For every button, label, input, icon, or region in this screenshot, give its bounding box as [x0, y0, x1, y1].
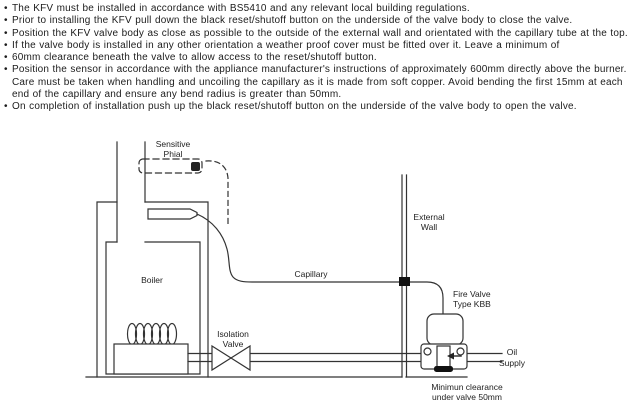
label-sensitive-phial: Sensitive — [156, 139, 191, 149]
instructions-list: The KFV must be installed in accordance … — [0, 0, 637, 114]
phial-solid-marker — [191, 162, 200, 171]
label-isolation-valve: Isolation — [217, 329, 249, 339]
sensor-pocket — [147, 208, 198, 220]
instruction-bullet: Position the sensor in accordance with t… — [4, 64, 637, 101]
burner-flames — [126, 322, 178, 346]
label-fire-valve: Fire Valve — [453, 289, 491, 299]
phial-dashed-capillary — [205, 160, 229, 225]
label-external-wall: Wall — [421, 222, 437, 232]
reset-button-cap — [434, 366, 453, 372]
capillary-line — [196, 213, 401, 283]
external-wall-lines — [401, 174, 408, 378]
oil-pipe-lines — [187, 352, 503, 363]
instruction-bullet: On completion of installation push up th… — [4, 101, 637, 114]
instruction-bullet: The KFV must be installed in accordance … — [4, 3, 637, 16]
label-external-wall: External — [413, 212, 444, 222]
label-boiler: Boiler — [141, 275, 163, 285]
label-isolation-valve: Valve — [223, 339, 244, 349]
label-min-clearance: under valve 50mm — [432, 392, 502, 402]
label-capillary: Capillary — [294, 269, 328, 279]
flue-lines — [116, 141, 146, 243]
label-fire-valve: Type KBB — [453, 299, 491, 309]
label-oil-supply: Oil — [507, 347, 518, 357]
phial-dashed-outline — [138, 158, 203, 174]
instruction-bullet: If the valve body is installed in any ot… — [4, 40, 637, 53]
label-oil-supply: Supply — [499, 358, 526, 368]
flow-arrow-head — [447, 352, 454, 360]
instruction-bullet: Prior to installing the KFV pull down th… — [4, 15, 637, 28]
instruction-bullet: Position the KFV valve body as close as … — [4, 28, 637, 41]
boiler-outer-casing — [96, 201, 209, 378]
label-sensitive-phial: Phial — [164, 149, 183, 159]
wall-junction — [399, 277, 410, 286]
fire-valve-symbol — [420, 313, 468, 372]
instruction-bullet: 60mm clearance beneath the valve to allo… — [4, 52, 637, 65]
capillary-drop — [408, 281, 444, 316]
burner-box — [113, 343, 189, 375]
label-min-clearance: Minimun clearance — [431, 382, 503, 392]
isolation-valve-symbol — [211, 344, 251, 372]
